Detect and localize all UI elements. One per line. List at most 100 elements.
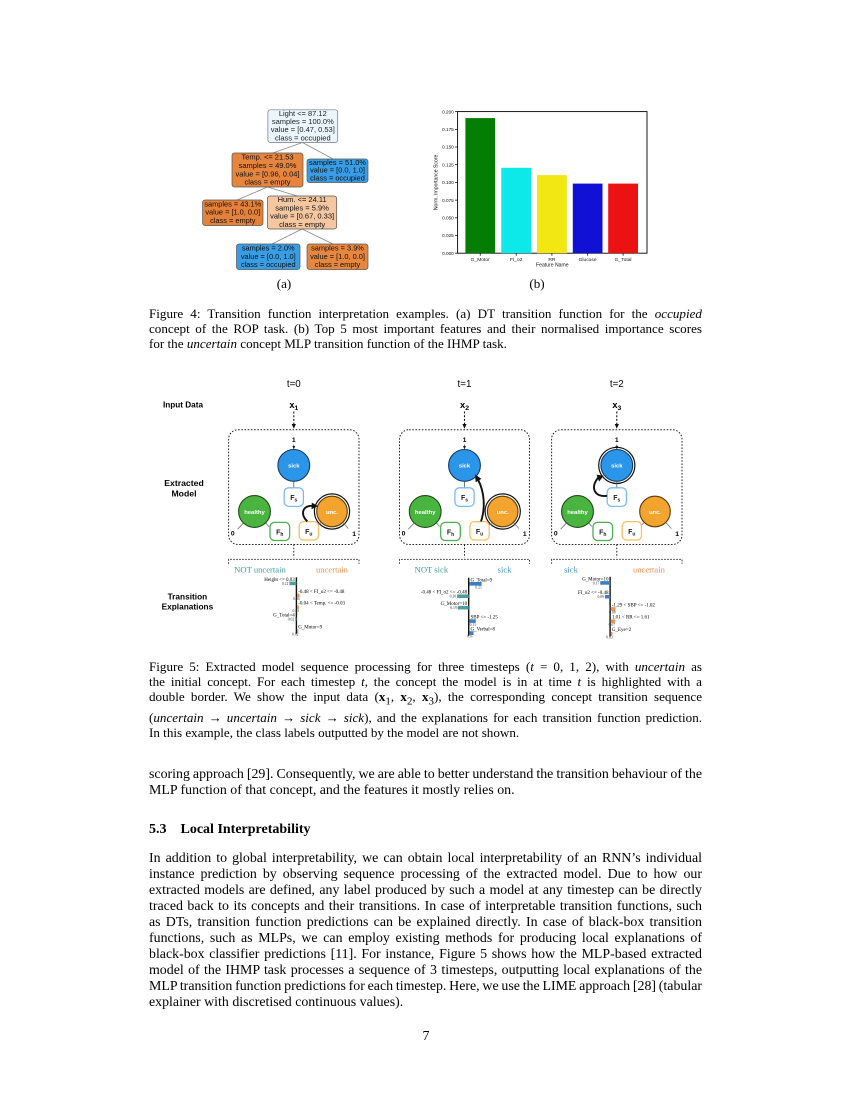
svg-text:Norm. Importance Score: Norm. Importance Score <box>434 154 440 210</box>
svg-text:t=0: t=0 <box>287 379 301 390</box>
svg-text:G_Verbal=8: G_Verbal=8 <box>471 628 496 633</box>
svg-text:G_Motor: G_Motor <box>471 257 490 263</box>
svg-text:0.025: 0.025 <box>442 233 454 238</box>
svg-text:Fs: Fs <box>461 495 468 503</box>
svg-text:value = [0.0, 1.0]: value = [0.0, 1.0] <box>310 166 365 175</box>
svg-text:class = occupied: class = occupied <box>275 134 331 143</box>
svg-text:1: 1 <box>523 531 527 538</box>
svg-text:uncertain: uncertain <box>316 565 349 575</box>
svg-text:0.100: 0.100 <box>442 180 454 185</box>
svg-text:G_Motor=9: G_Motor=9 <box>298 626 322 631</box>
svg-text:1: 1 <box>352 531 356 538</box>
svg-text:0.11: 0.11 <box>470 623 476 627</box>
svg-text:healthy: healthy <box>415 510 436 516</box>
svg-text:healthy: healthy <box>567 510 588 516</box>
svg-text:t=1: t=1 <box>458 379 472 390</box>
svg-text:G_Motor=10: G_Motor=10 <box>441 602 468 607</box>
svg-text:0.175: 0.175 <box>442 127 454 132</box>
svg-text:FI_o2: FI_o2 <box>510 257 523 263</box>
svg-text:0.03: 0.03 <box>293 609 300 613</box>
svg-text:0.07: 0.07 <box>467 635 474 639</box>
svg-text:sick: sick <box>498 565 513 575</box>
svg-text:Explanations: Explanations <box>162 602 214 612</box>
svg-text:value = [0.96, 0.04]: value = [0.96, 0.04] <box>235 169 299 178</box>
svg-text:Fu: Fu <box>628 529 635 537</box>
svg-text:0.19: 0.19 <box>450 606 457 610</box>
svg-text:1: 1 <box>463 437 467 444</box>
svg-text:0.075: 0.075 <box>442 198 454 203</box>
svg-text:0.02: 0.02 <box>288 618 295 622</box>
svg-text:unc.: unc. <box>649 510 661 516</box>
svg-text:Glucose: Glucose <box>579 257 597 263</box>
svg-text:0: 0 <box>554 531 558 538</box>
svg-text:samples = 100.0%: samples = 100.0% <box>272 117 334 126</box>
svg-text:value = [0.47, 0.53]: value = [0.47, 0.53] <box>271 125 335 134</box>
svg-text:value = [1.0, 0.0]: value = [1.0, 0.0] <box>205 208 260 217</box>
svg-text:value = [0.0, 1.0]: value = [0.0, 1.0] <box>241 252 296 261</box>
svg-text:0.17: 0.17 <box>593 581 600 585</box>
svg-text:SBP <= -1.25: SBP <= -1.25 <box>471 616 499 621</box>
svg-text:Fh: Fh <box>276 530 283 538</box>
svg-text:Transition: Transition <box>168 592 208 602</box>
svg-text:class = occupied: class = occupied <box>310 173 365 182</box>
svg-text:0.200: 0.200 <box>442 109 454 114</box>
svg-text:0.125: 0.125 <box>442 162 454 167</box>
svg-text:0.02: 0.02 <box>292 633 299 637</box>
svg-text:samples = 5.9%: samples = 5.9% <box>275 203 329 212</box>
svg-text:sick: sick <box>459 464 471 470</box>
svg-text:0.050: 0.050 <box>442 216 454 221</box>
svg-text:0.04: 0.04 <box>293 597 300 601</box>
svg-text:samples = 51.0%: samples = 51.0% <box>309 158 366 167</box>
svg-text:Fu: Fu <box>305 529 312 537</box>
svg-text:0: 0 <box>402 531 406 538</box>
svg-text:G_Total: G_Total <box>615 257 632 263</box>
svg-text:class = empty: class = empty <box>279 220 325 229</box>
svg-text:samples = 2.0%: samples = 2.0% <box>242 244 295 253</box>
svg-text:-0.48 < FI_o2 <= -0.48: -0.48 < FI_o2 <= -0.48 <box>298 590 345 595</box>
svg-text:0.07: 0.07 <box>609 623 616 627</box>
svg-text:0.000: 0.000 <box>442 251 454 256</box>
svg-text:x3: x3 <box>612 400 621 412</box>
svg-text:samples = 49.0%: samples = 49.0% <box>239 161 297 170</box>
svg-text:Fh: Fh <box>599 530 606 538</box>
svg-text:Model: Model <box>171 489 196 499</box>
svg-text:unc.: unc. <box>497 510 509 516</box>
svg-text:1: 1 <box>292 437 296 444</box>
svg-text:t=2: t=2 <box>610 379 624 390</box>
svg-text:Fs: Fs <box>290 495 297 503</box>
svg-text:0.09: 0.09 <box>597 595 604 599</box>
svg-text:0.150: 0.150 <box>442 145 454 150</box>
svg-text:G_Total=9: G_Total=9 <box>471 578 493 583</box>
svg-text:unc.: unc. <box>326 510 338 516</box>
svg-text:1: 1 <box>615 437 619 444</box>
svg-text:class = occupied: class = occupied <box>241 260 296 269</box>
svg-text:value = [1.0, 0.0]: value = [1.0, 0.0] <box>310 252 365 261</box>
svg-text:Fh: Fh <box>447 530 454 538</box>
svg-text:x1: x1 <box>289 400 298 412</box>
svg-text:G_Total=4: G_Total=4 <box>273 614 295 619</box>
svg-text:NOT sick: NOT sick <box>415 565 449 575</box>
svg-text:1.01 < RR <= 1.61: 1.01 < RR <= 1.61 <box>612 616 650 621</box>
svg-text:0.12: 0.12 <box>282 582 289 586</box>
svg-text:G_Eye=2: G_Eye=2 <box>612 628 632 633</box>
svg-text:sick: sick <box>564 565 579 575</box>
svg-text:samples = 43.1%: samples = 43.1% <box>204 200 261 209</box>
svg-text:-0.48 < FI_o2 <= -0.48: -0.48 < FI_o2 <= -0.48 <box>421 591 468 596</box>
svg-text:x2: x2 <box>460 400 469 412</box>
svg-text:Fu: Fu <box>476 529 483 537</box>
svg-text:0.21: 0.21 <box>475 586 482 590</box>
svg-text:-0.04 < Temp. <= -0.03: -0.04 < Temp. <= -0.03 <box>298 602 345 607</box>
svg-text:class = empty: class = empty <box>244 178 290 187</box>
svg-text:Feature Name: Feature Name <box>536 263 569 269</box>
svg-text:0.08: 0.08 <box>609 611 616 615</box>
svg-text:G_Motor=10: G_Motor=10 <box>582 577 609 582</box>
svg-text:NOT uncertain: NOT uncertain <box>234 565 286 575</box>
svg-text:value = [0.67, 0.33]: value = [0.67, 0.33] <box>270 212 334 221</box>
svg-text:Input Data: Input Data <box>163 400 203 409</box>
svg-text:-1.29 < SBP <= -1.02: -1.29 < SBP <= -1.02 <box>612 604 656 609</box>
svg-text:class = empty: class = empty <box>210 216 256 225</box>
svg-text:Temp. <= 21.53: Temp. <= 21.53 <box>241 153 293 162</box>
svg-text:sick: sick <box>611 464 623 470</box>
svg-text:RR: RR <box>548 257 556 263</box>
svg-text:samples = 3.9%: samples = 3.9% <box>311 244 364 253</box>
